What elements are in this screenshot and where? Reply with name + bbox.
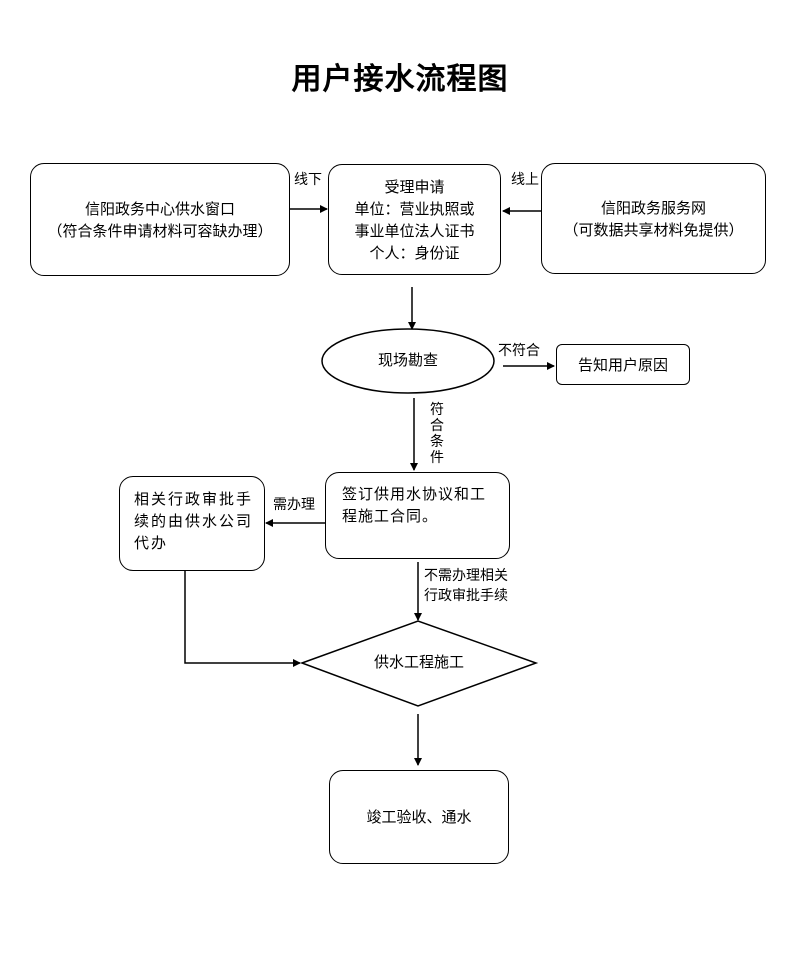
label-no-need-line-1: 不需办理相关 bbox=[424, 568, 508, 584]
online-service-line-2: （可数据共享材料免提供） bbox=[563, 220, 744, 239]
label-no-need-line-2: 行政审批手续 bbox=[424, 588, 508, 604]
accept-line-3: 事业单位法人证书 bbox=[354, 221, 475, 240]
survey-ellipse bbox=[321, 328, 495, 394]
label-meet-char-3: 条 bbox=[430, 434, 444, 450]
offline-window-line-1: 信阳政务中心供水窗口 bbox=[84, 199, 235, 218]
accept-line-1: 受理申请 bbox=[384, 177, 445, 196]
construction-label: 供水工程施工 bbox=[373, 653, 464, 671]
online-service-line-1: 信阳政务服务网 bbox=[600, 198, 706, 217]
accept-application-node: 受理申请 单位：营业执照或 事业单位法人证书 个人：身份证 bbox=[328, 164, 501, 275]
label-meet-char-1: 符 bbox=[430, 402, 444, 418]
offline-window-line-2: （符合条件申请材料可容缺办理） bbox=[47, 221, 273, 240]
survey-label: 现场勘查 bbox=[377, 351, 438, 369]
agent-line-1: 相关行政审批手 bbox=[134, 490, 254, 508]
label-meet-conditions: 符 合 条 件 bbox=[429, 402, 445, 466]
construction-diamond bbox=[299, 620, 539, 707]
label-offline: 线下 bbox=[294, 172, 322, 188]
label-need-handle: 需办理 bbox=[273, 497, 315, 513]
contract-line-1: 签订供用水协议和工 bbox=[342, 485, 487, 503]
completion-label: 竣工验收、通水 bbox=[366, 808, 472, 826]
completion-node: 竣工验收、通水 bbox=[329, 770, 509, 864]
arrow-agent-to-construction bbox=[184, 571, 301, 667]
page-title: 用户接水流程图 bbox=[291, 62, 509, 97]
agent-line-2: 续的由供水公司 bbox=[134, 512, 254, 530]
online-service-node: 信阳政务服务网 （可数据共享材料免提供） bbox=[541, 163, 766, 274]
label-meet-char-2: 合 bbox=[430, 418, 444, 434]
contract-node: 签订供用水协议和工 程施工合同。 bbox=[325, 472, 510, 559]
agent-node: 相关行政审批手 续的由供水公司 代办 bbox=[119, 476, 265, 571]
offline-window-node: 信阳政务中心供水窗口 （符合条件申请材料可容缺办理） bbox=[30, 163, 290, 276]
label-no-need: 不需办理相关 行政审批手续 bbox=[424, 566, 508, 606]
contract-line-2: 程施工合同。 bbox=[342, 507, 439, 525]
accept-line-4: 个人：身份证 bbox=[369, 243, 460, 262]
accept-line-2: 单位：营业执照或 bbox=[354, 199, 475, 218]
agent-line-3: 代办 bbox=[134, 534, 169, 552]
notify-node: 告知用户原因 bbox=[556, 344, 690, 385]
label-online: 线上 bbox=[511, 172, 539, 188]
label-not-meet: 不符合 bbox=[498, 343, 540, 359]
label-meet-char-4: 件 bbox=[430, 450, 444, 466]
notify-label: 告知用户原因 bbox=[577, 355, 668, 374]
